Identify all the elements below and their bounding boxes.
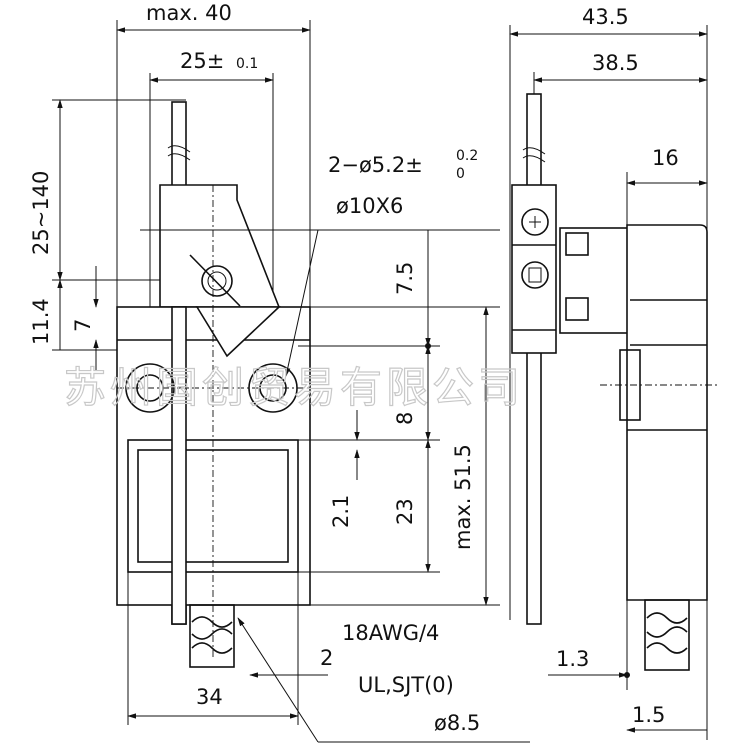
- company-watermark: 苏州国创贸易有限公司: [64, 363, 524, 412]
- dim-max-height-label: max. 51.5: [451, 444, 475, 550]
- roller-icon: [189, 254, 241, 307]
- dim-7-5-label: 7.5: [393, 262, 417, 295]
- dim-base-width-label: 34: [196, 685, 223, 709]
- holes-spec-label: 2−ø5.2±: [328, 153, 423, 177]
- dim-8-label: 8: [393, 412, 417, 425]
- dim-side-body-label: 38.5: [592, 51, 639, 75]
- dim-23-label: 23: [393, 498, 417, 525]
- front-view: max. 40 25± 0.1: [29, 1, 530, 743]
- dim-lever-range-label: 25~140: [29, 171, 53, 255]
- holes-tol-lower: 0: [456, 166, 465, 182]
- side-switch-body: [626, 224, 708, 601]
- cable-gauge-label: 18AWG/4: [342, 621, 439, 645]
- dim-2-1-label: 2.1: [329, 495, 353, 528]
- side-view: 43.5 38.5 16: [509, 5, 720, 740]
- switch-body: [116, 306, 311, 606]
- side-cable-coil-icon: [644, 599, 690, 671]
- dim-11-4-label: 11.4: [29, 298, 53, 345]
- dim-pitch-tol: 0.1: [236, 56, 258, 72]
- side-lever-shaft: [526, 93, 542, 625]
- dim-max-width-label: max. 40: [146, 1, 232, 25]
- dim-side-16-label: 16: [652, 146, 679, 170]
- holes-tol-upper: 0.2: [456, 148, 478, 164]
- cable-type-label: UL,SJT(0): [358, 673, 454, 697]
- cable-coil-icon: [189, 604, 235, 668]
- cable-super-label: 2: [320, 646, 333, 670]
- dim-side-1-5-label: 1.5: [632, 703, 665, 727]
- roller-spec-label: ø10X6: [336, 194, 403, 218]
- dim-7-label: 7: [71, 319, 95, 332]
- dim-side-total-label: 43.5: [582, 5, 629, 29]
- dim-side-1-3-label: 1.3: [556, 647, 589, 671]
- dim-pitch-label: 25±: [180, 49, 224, 73]
- cable-dia-label: ø8.5: [434, 711, 480, 735]
